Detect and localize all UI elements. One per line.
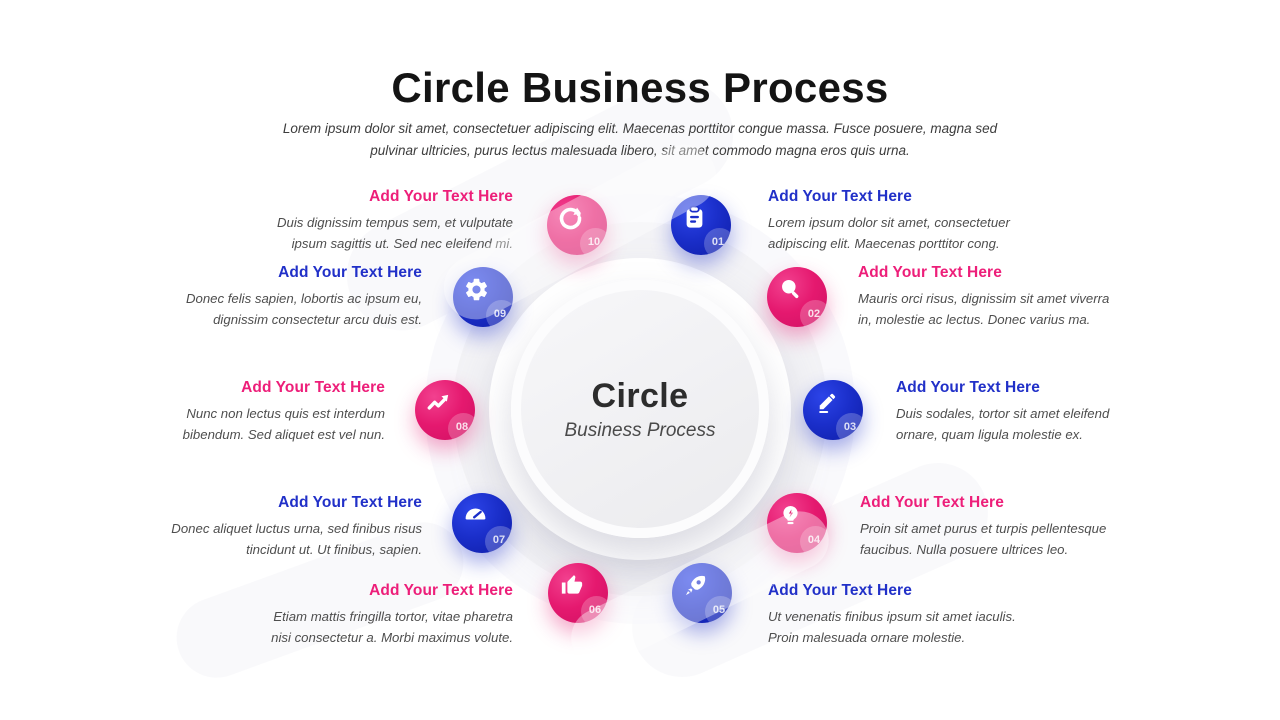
step-04-body: Proin sit amet purus et turpis pellentes… bbox=[860, 521, 1107, 557]
step-09-body: Donec felis sapien, lobortis ac ipsum eu… bbox=[185, 291, 422, 327]
step-06-number: 06 bbox=[581, 596, 608, 623]
step-07-body: Donec aliquet luctus urna, sed finibus r… bbox=[171, 521, 422, 557]
gauge-icon bbox=[465, 508, 486, 520]
step-08-body: Nunc non lectus quis est interdum bibend… bbox=[182, 406, 385, 442]
step-01-text: Add Your Text Here Lorem ipsum dolor sit… bbox=[768, 188, 1026, 255]
step-05-text: Add Your Text Here Ut venenatis finibus … bbox=[768, 582, 1026, 649]
step-10-heading: Add Your Text Here bbox=[369, 188, 513, 205]
page-subtitle-line2: pulvinar ultricies, purus lectus malesua… bbox=[370, 142, 910, 158]
step-02-number: 02 bbox=[800, 300, 827, 327]
center-circle: Circle Business Process bbox=[511, 280, 769, 538]
step-07-bubble: 07 bbox=[452, 493, 512, 553]
magnifier-icon bbox=[782, 279, 799, 299]
step-08-heading: Add Your Text Here bbox=[241, 379, 385, 396]
step-05-bubble: 05 bbox=[672, 563, 732, 623]
step-03-number: 03 bbox=[836, 413, 863, 440]
step-04-number: 04 bbox=[800, 526, 827, 553]
step-02-text: Add Your Text Here Mauris orci risus, di… bbox=[858, 264, 1116, 331]
step-09-bubble: 09 bbox=[453, 267, 513, 327]
step-08-bubble: 08 bbox=[415, 380, 475, 440]
trend-up-icon bbox=[427, 394, 449, 410]
step-05-body: Ut venenatis finibus ipsum sit amet iacu… bbox=[768, 609, 1016, 645]
step-01-bubble: 01 bbox=[671, 195, 731, 255]
lightbulb-icon bbox=[783, 505, 798, 525]
step-09-number: 09 bbox=[486, 300, 513, 327]
step-07-number: 07 bbox=[485, 526, 512, 553]
step-01-number: 01 bbox=[704, 228, 731, 255]
step-07-text: Add Your Text Here Donec aliquet luctus … bbox=[164, 494, 422, 561]
step-06-heading: Add Your Text Here bbox=[369, 582, 513, 599]
thumbs-up-icon bbox=[561, 575, 583, 594]
rocket-icon bbox=[685, 575, 706, 596]
step-05-heading: Add Your Text Here bbox=[768, 582, 912, 599]
step-08-number: 08 bbox=[448, 413, 475, 440]
step-02-heading: Add Your Text Here bbox=[858, 264, 1002, 281]
step-04-text: Add Your Text Here Proin sit amet purus … bbox=[860, 494, 1118, 561]
step-06-bubble: 06 bbox=[548, 563, 608, 623]
step-09-heading: Add Your Text Here bbox=[278, 264, 422, 281]
step-03-text: Add Your Text Here Duis sodales, tortor … bbox=[896, 379, 1154, 446]
clipboard-icon bbox=[686, 205, 703, 228]
gear-icon bbox=[465, 278, 488, 301]
page-subtitle: Lorem ipsum dolor sit amet, consectetuer… bbox=[0, 118, 1280, 162]
center-subtitle: Business Process bbox=[564, 419, 716, 441]
step-04-heading: Add Your Text Here bbox=[860, 494, 1004, 511]
step-03-heading: Add Your Text Here bbox=[896, 379, 1040, 396]
step-01-heading: Add Your Text Here bbox=[768, 188, 912, 205]
page-title: Circle Business Process bbox=[391, 64, 889, 111]
step-04-bubble: 04 bbox=[767, 493, 827, 553]
step-10-bubble: 10 bbox=[547, 195, 607, 255]
step-01-body: Lorem ipsum dolor sit amet, consectetuer… bbox=[768, 215, 1010, 251]
step-08-text: Add Your Text Here Nunc non lectus quis … bbox=[127, 379, 385, 446]
pencil-icon bbox=[819, 393, 836, 413]
step-10-text: Add Your Text Here Duis dignissim tempus… bbox=[255, 188, 513, 255]
step-10-number: 10 bbox=[580, 228, 607, 255]
step-03-body: Duis sodales, tortor sit amet eleifend o… bbox=[896, 406, 1110, 442]
step-06-text: Add Your Text Here Etiam mattis fringill… bbox=[255, 582, 513, 649]
page-subtitle-line1: Lorem ipsum dolor sit amet, consectetuer… bbox=[282, 121, 998, 136]
step-05-number: 05 bbox=[705, 596, 732, 623]
step-09-text: Add Your Text Here Donec felis sapien, l… bbox=[164, 264, 422, 331]
step-07-heading: Add Your Text Here bbox=[278, 494, 422, 511]
step-03-bubble: 03 bbox=[803, 380, 863, 440]
step-02-bubble: 02 bbox=[767, 267, 827, 327]
step-02-body: Mauris orci risus, dignissim sit amet vi… bbox=[858, 291, 1110, 327]
refresh-icon bbox=[559, 207, 582, 230]
center-title: Circle bbox=[591, 376, 689, 415]
step-06-body: Etiam mattis fringilla tortor, vitae pha… bbox=[271, 609, 513, 645]
step-10-body: Duis dignissim tempus sem, et vulputate … bbox=[276, 215, 513, 251]
